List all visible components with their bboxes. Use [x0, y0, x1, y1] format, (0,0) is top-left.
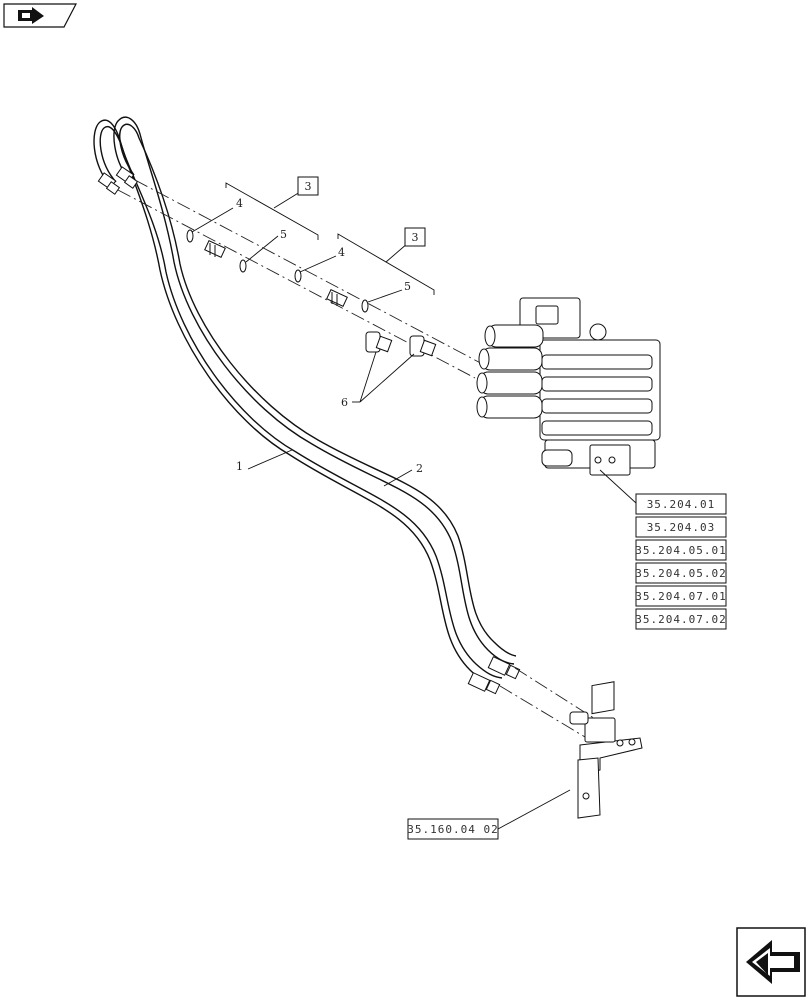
- hose-fitting-top-1: [97, 172, 121, 195]
- reference-box-6[interactable]: 35.204.07.02: [635, 608, 727, 630]
- reference-label-2: 35.204.03: [647, 521, 716, 534]
- reference-box-3[interactable]: 35.204.05.01: [635, 539, 727, 561]
- hose-fitting-top-2: [115, 166, 139, 189]
- reference-box-4[interactable]: 35.204.05.02: [635, 562, 727, 584]
- callout-5b-label: 5: [404, 280, 411, 293]
- callout-5a: 5: [245, 228, 287, 263]
- reference-box-1[interactable]: 35.204.01: [635, 493, 727, 515]
- callout-5b: 5: [367, 280, 411, 303]
- bracket-reference-label: 35.160.04 02: [407, 823, 498, 836]
- reference-box-2[interactable]: 35.204.03: [635, 516, 727, 538]
- callout-4b-label: 4: [338, 246, 345, 259]
- kit-bracket-a: [225, 182, 319, 240]
- callout-4a: 4: [191, 197, 243, 233]
- next-page-button[interactable]: [736, 927, 806, 997]
- bracket-reference-box[interactable]: 35.160.04 02: [407, 818, 499, 840]
- valve-reference-leader: [599, 469, 637, 504]
- reference-label-5: 35.204.07.01: [635, 590, 726, 603]
- page-back-icon: [18, 7, 44, 24]
- callout-1-label: 1: [236, 460, 243, 473]
- seal-5a: [239, 259, 247, 273]
- callout-2: 2: [383, 462, 423, 487]
- hose-1: [93, 119, 503, 686]
- elbow-adapter-6b: [409, 335, 437, 357]
- adapter-fitting-a: [204, 240, 226, 258]
- seal-5b: [361, 299, 369, 313]
- kit-bracket-b: [337, 233, 435, 295]
- callout-4a-label: 4: [236, 197, 243, 210]
- callout-1: 1: [236, 449, 293, 473]
- reference-box-5[interactable]: 35.204.07.01: [635, 585, 727, 607]
- kit-box-a[interactable]: 3: [297, 176, 319, 196]
- elbow-adapter-6a: [365, 331, 393, 353]
- assembly-centerlines: [117, 179, 601, 741]
- adapter-fitting-b: [326, 289, 348, 307]
- callout-5a-label: 5: [280, 228, 287, 241]
- control-valve-assembly: [476, 297, 661, 476]
- valve-spool-stack: [476, 324, 653, 436]
- callout-6: 6: [341, 351, 415, 409]
- reference-label-4: 35.204.05.02: [635, 567, 726, 580]
- bracket-reference-leader: [497, 789, 571, 830]
- washer-4a: [186, 229, 194, 243]
- kit-box-a-label: 3: [305, 180, 312, 193]
- reference-label-1: 35.204.01: [647, 498, 716, 511]
- washer-4b: [294, 269, 302, 283]
- reference-label-6: 35.204.07.02: [635, 613, 726, 626]
- hose-2: [113, 116, 517, 665]
- reference-label-3: 35.204.05.01: [635, 544, 726, 557]
- callout-4b: 4: [299, 246, 345, 273]
- kit-box-b-label: 3: [412, 231, 419, 244]
- prev-page-button[interactable]: [3, 3, 77, 28]
- kit-box-b[interactable]: 3: [404, 227, 426, 247]
- callout-2-label: 2: [416, 462, 423, 475]
- hose-fitting-bottom-1: [467, 672, 501, 695]
- callout-6-label: 6: [341, 396, 348, 409]
- page-forward-icon: [746, 940, 800, 984]
- mounting-bracket: [569, 681, 643, 819]
